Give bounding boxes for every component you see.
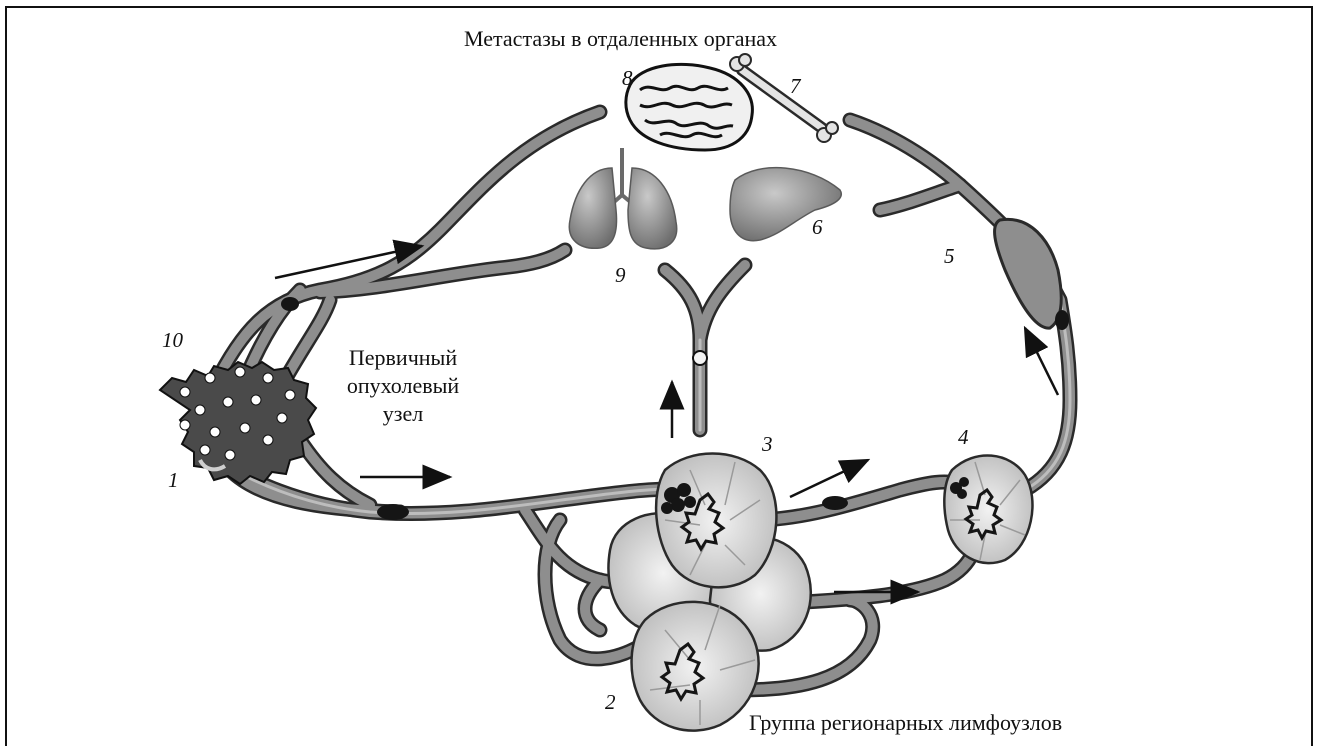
number-label-1: 1: [168, 468, 179, 493]
number-label-4: 4: [958, 425, 969, 450]
lymph-node-2: [632, 602, 759, 731]
number-label-5: 5: [944, 244, 955, 269]
primary-tumor-label-line2: опухолевый: [338, 372, 468, 400]
brain-icon: [626, 64, 753, 150]
primary-tumor-label-line3: узел: [338, 400, 468, 428]
liver-icon: [730, 168, 841, 241]
primary-tumor: [160, 362, 316, 484]
number-label-7: 7: [790, 74, 801, 99]
vessel-valve: [693, 351, 707, 365]
lymph-node-4: [944, 455, 1032, 563]
lymph-vessel-bulge: [995, 219, 1062, 328]
primary-tumor-label: Первичный опухолевый узел: [338, 344, 468, 428]
primary-tumor-label-line1: Первичный: [338, 344, 468, 372]
lungs-icon: [569, 148, 676, 249]
number-label-3: 3: [762, 432, 773, 457]
number-label-10: 10: [162, 328, 183, 353]
arrow-node3-to-node4: [790, 460, 868, 497]
diagram-title: Метастазы в отдаленных органах: [464, 26, 777, 52]
regional-nodes-label: Группа регионарных лимфоузлов: [749, 710, 1062, 736]
arrow-to-bulge: [1025, 328, 1058, 395]
number-label-9: 9: [615, 263, 626, 288]
number-label-2: 2: [605, 690, 616, 715]
number-label-8: 8: [622, 66, 633, 91]
number-label-6: 6: [812, 215, 823, 240]
